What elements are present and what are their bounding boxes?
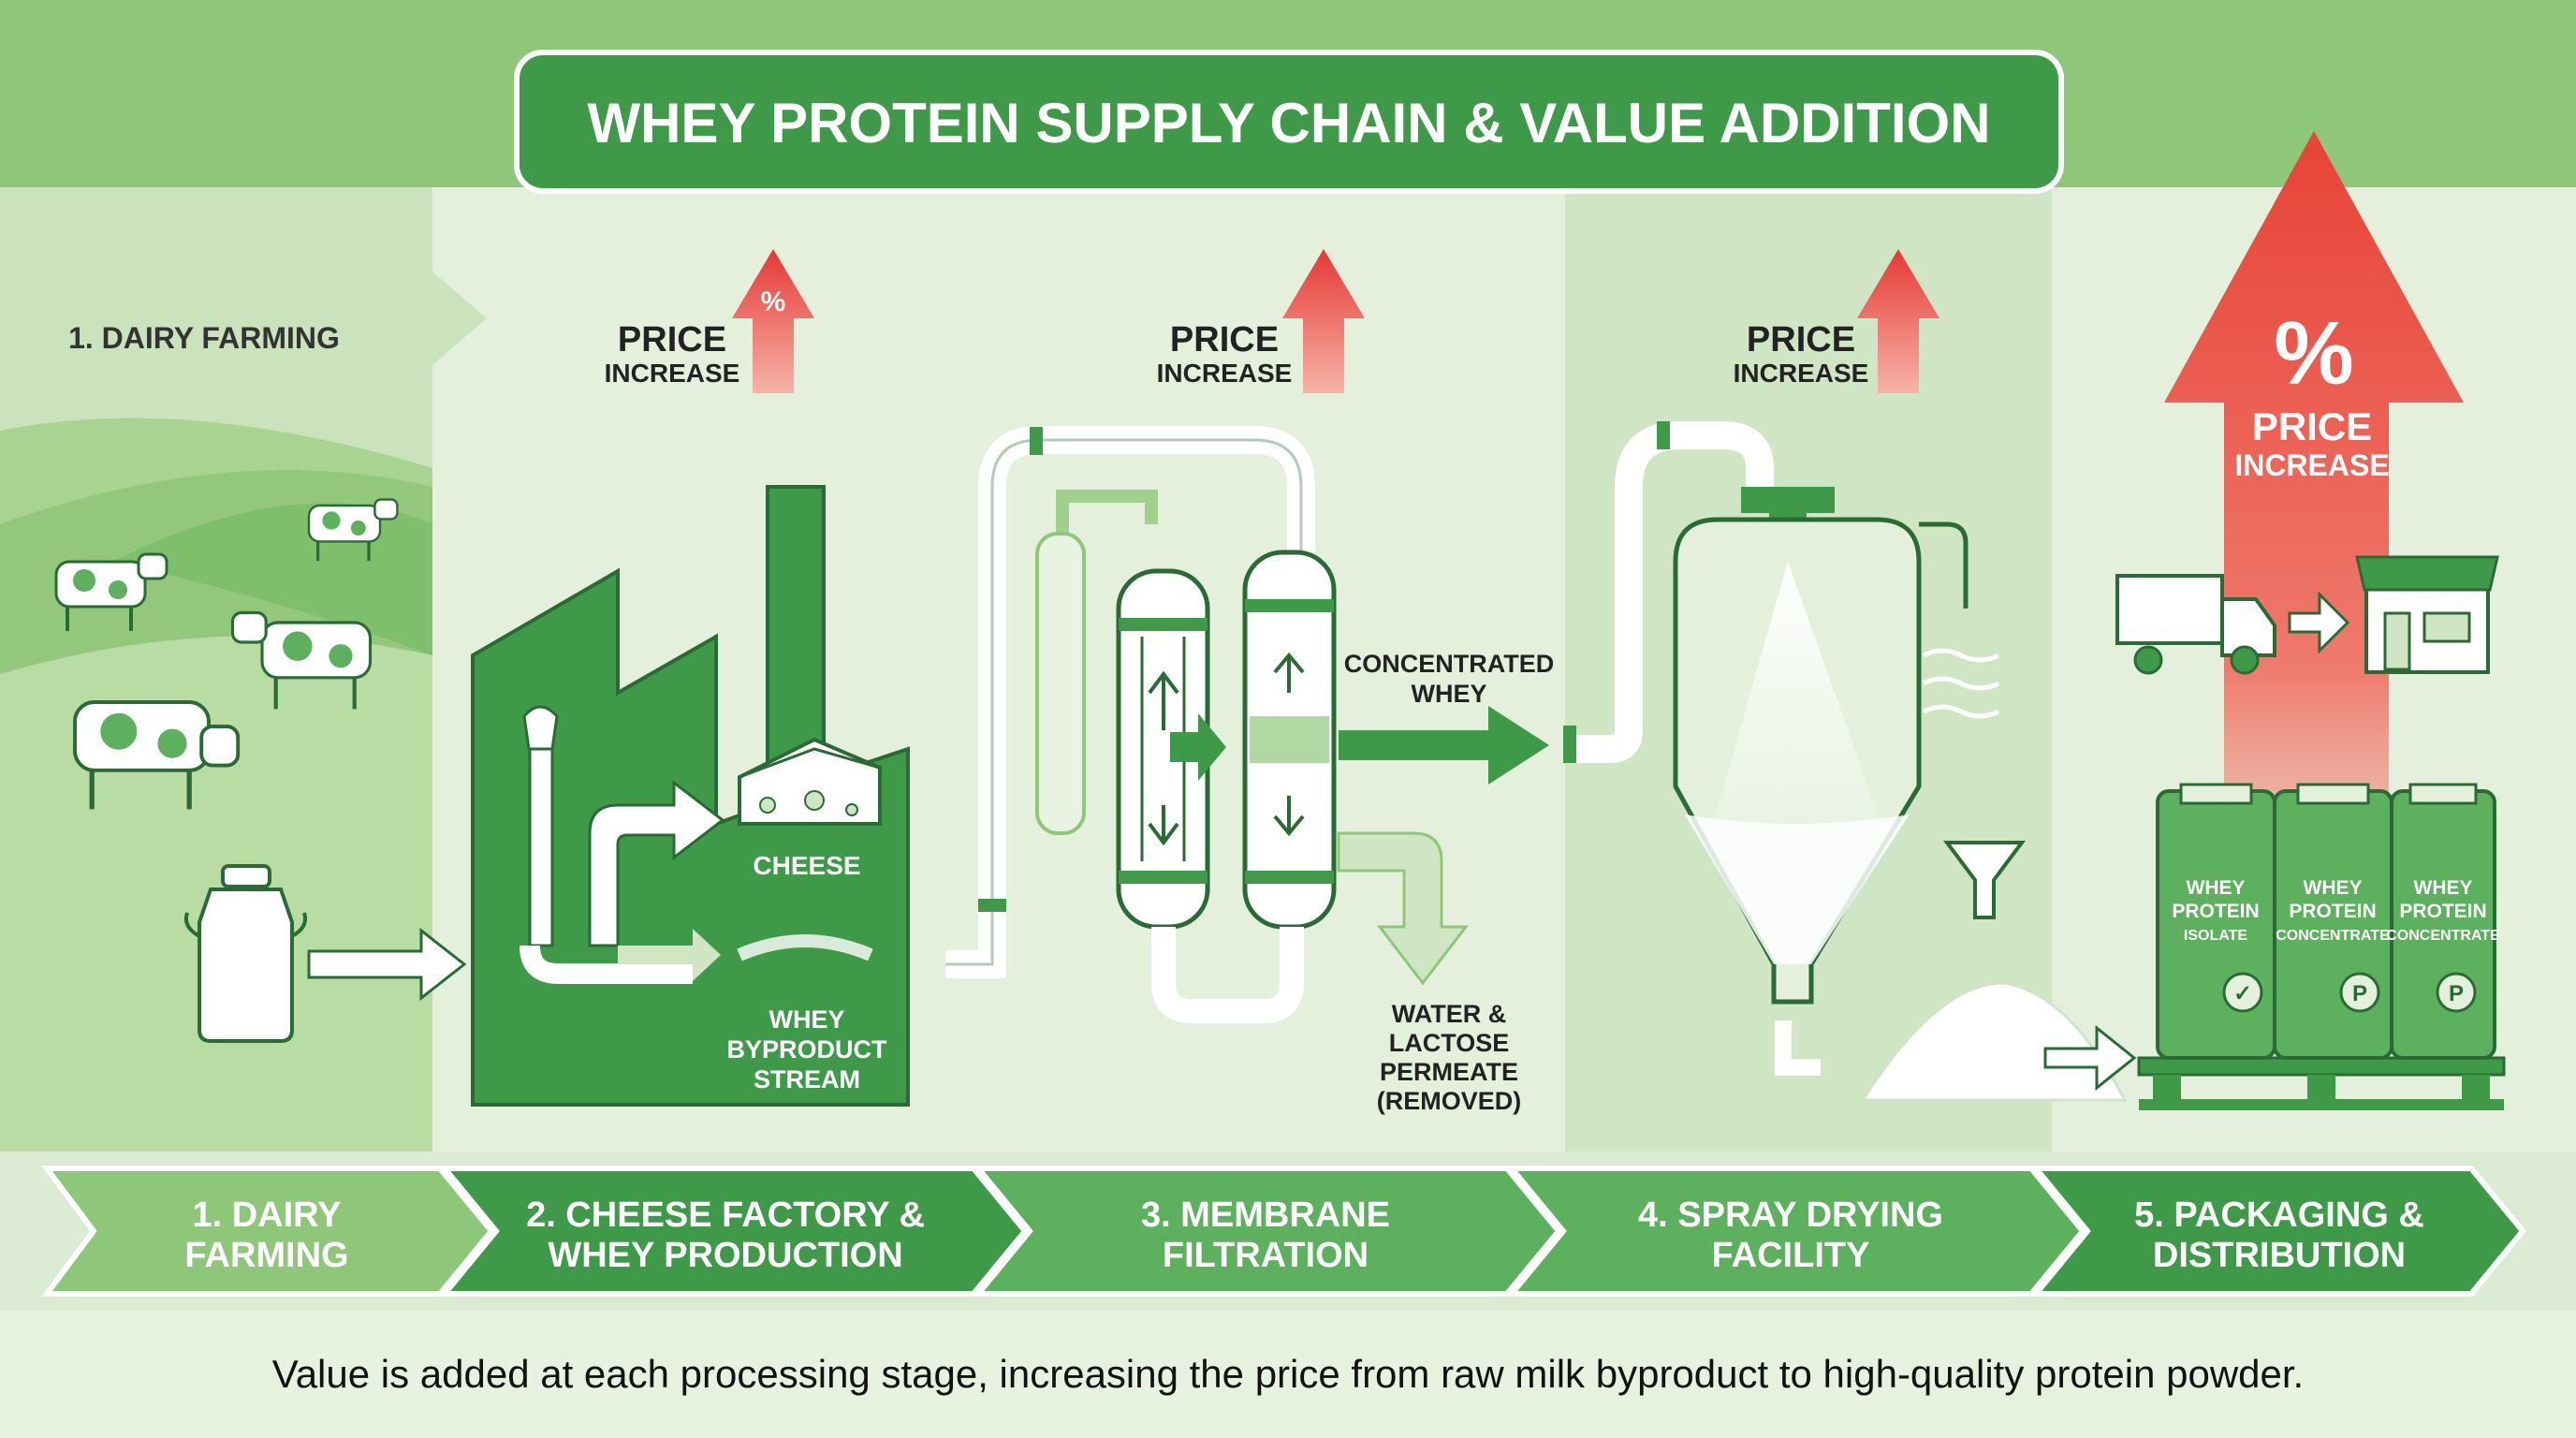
whey-stream-label: WHEY BYPRODUCT STREAM [726,1005,887,1093]
price-up-arrow [1857,249,1939,393]
svg-text:%: % [761,286,786,317]
svg-text:BYPRODUCT: BYPRODUCT [726,1035,887,1064]
store-icon [2355,555,2499,674]
stage-1-chevron [41,1166,495,1297]
svg-text:5. PACKAGING &: 5. PACKAGING & [2134,1196,2424,1235]
price-tag-4: % PRICE INCREASE [2234,303,2389,482]
funnel-icon [1943,841,2026,919]
concentrated-whey-arrow [1339,706,1549,785]
price-tag-1: PRICE INCREASE % [605,249,814,393]
pipe [1151,927,1304,1023]
svg-text:✓: ✓ [2233,981,2252,1006]
cheese-icon [738,737,882,826]
stage-2-chevron [438,1166,1029,1297]
title-box [514,50,2064,194]
flow-arrow [1170,713,1226,781]
cow-icon [73,700,241,810]
svg-text:INCREASE: INCREASE [605,359,740,388]
milk-can-icon [183,864,308,1043]
flow-arrow [1775,1020,1821,1076]
whey-stream-wave [737,934,873,961]
heat-waves-icon [1922,648,2000,719]
milk-flask-icon [520,705,693,984]
svg-text:ISOLATE: ISOLATE [2184,928,2247,944]
cow-icon [307,498,399,562]
svg-text:WHEY: WHEY [2414,877,2473,899]
svg-text:PRICE: PRICE [1747,320,1855,360]
svg-text:INCREASE: INCREASE [1157,359,1293,388]
svg-text:%: % [2274,303,2353,404]
cow-icon [230,610,373,710]
product-bag-concentrate: WHEY PROTEIN CONCENTRATE P [2386,783,2500,1060]
membrane-column-2 [1242,550,1337,930]
svg-text:LACTOSE: LACTOSE [1389,1029,1510,1057]
svg-text:WHEY: WHEY [2304,877,2363,899]
flow-arrow [2288,591,2350,654]
svg-text:2. CHEESE FACTORY &: 2. CHEESE FACTORY & [526,1196,925,1235]
stage-2-label: 2. CHEESE FACTORY & WHEY PRODUCTION [526,1196,925,1275]
stage-3-chevron [972,1166,1562,1297]
pipe [945,426,1315,978]
price-tag-3: PRICE INCREASE [1734,249,1939,393]
footer-caption: Value is added at each processing stage,… [0,1311,2576,1438]
price-up-arrow [1282,249,1365,393]
svg-text:PRICE: PRICE [1170,320,1279,360]
product-bag-isolate: WHEY PROTEIN ISOLATE ✓ [2156,783,2276,1060]
svg-text:4. SPRAY DRYING: 4. SPRAY DRYING [1638,1196,1943,1235]
svg-text:WATER &: WATER & [1392,1000,1507,1028]
stage-4-chevron [1505,1166,2086,1297]
svg-text:(REMOVED): (REMOVED) [1377,1087,1522,1115]
cow-icon [54,552,168,631]
whey-flow-arrow [618,929,721,981]
flow-arrow [307,927,467,1002]
svg-text:WHEY: WHEY [769,1005,845,1034]
stage-1-label: 1. DAIRY FARMING [184,1196,348,1275]
svg-text:P: P [2449,981,2464,1006]
svg-text:CONCENTRATE: CONCENTRATE [2276,928,2390,944]
svg-text:PRICE: PRICE [2252,404,2372,448]
svg-text:WHEY PRODUCTION: WHEY PRODUCTION [548,1236,902,1275]
svg-text:FACILITY: FACILITY [1712,1236,1870,1275]
product-bag-concentrate: WHEY PROTEIN CONCENTRATE P [2273,783,2393,1060]
svg-text:FILTRATION: FILTRATION [1163,1236,1368,1275]
svg-text:WHEY: WHEY [2187,877,2246,899]
svg-text:INCREASE: INCREASE [1734,359,1869,388]
permeate-arrow [1337,831,1470,986]
dairy-header: 1. DAIRY FARMING [68,321,340,355]
section-chevron [432,271,487,365]
pipe [1573,421,1774,763]
svg-text:FARMING: FARMING [184,1236,348,1275]
truck-icon [2115,574,2276,675]
svg-text:INCREASE: INCREASE [2234,448,2389,482]
stage-4-label: 4. SPRAY DRYING FACILITY [1638,1196,1943,1275]
price-up-arrow [732,249,814,393]
svg-text:PROTEIN: PROTEIN [2399,901,2486,922]
svg-text:PRICE: PRICE [618,320,726,360]
price-tag-2: PRICE INCREASE [1157,249,1365,393]
spray-dryer-chamber [1673,487,1922,1005]
stage-3-label: 3. MEMBRANE FILTRATION [1141,1196,1390,1275]
flow-arrow [2043,1024,2137,1092]
svg-text:CONCENTRATED: CONCENTRATED [1344,650,1555,678]
svg-text:PROTEIN: PROTEIN [2172,901,2259,922]
permeate-label: WATER & LACTOSE PERMEATE (REMOVED) [1377,1000,1522,1115]
stage-5-chevron [2029,1166,2526,1297]
svg-text:1. DAIRY: 1. DAIRY [192,1196,341,1235]
svg-text:PROTEIN: PROTEIN [2289,901,2376,922]
svg-text:P: P [2352,981,2367,1006]
svg-text:CONCENTRATE: CONCENTRATE [2386,928,2500,944]
page-title: WHEY PROTEIN SUPPLY CHAIN & VALUE ADDITI… [587,92,1990,154]
svg-text:STREAM: STREAM [754,1065,860,1093]
svg-text:WHEY: WHEY [1412,680,1487,708]
membrane-column-faded [1035,532,1086,835]
stage-5-label: 5. PACKAGING & DISTRIBUTION [2134,1196,2424,1275]
svg-text:PERMEATE: PERMEATE [1380,1058,1518,1086]
cheese-label: CHEESE [753,851,860,880]
concentrated-whey-label: CONCENTRATED WHEY [1344,650,1555,708]
svg-text:DISTRIBUTION: DISTRIBUTION [2153,1236,2406,1275]
svg-text:3. MEMBRANE: 3. MEMBRANE [1141,1196,1390,1235]
cheese-flow-arrow [588,779,725,947]
